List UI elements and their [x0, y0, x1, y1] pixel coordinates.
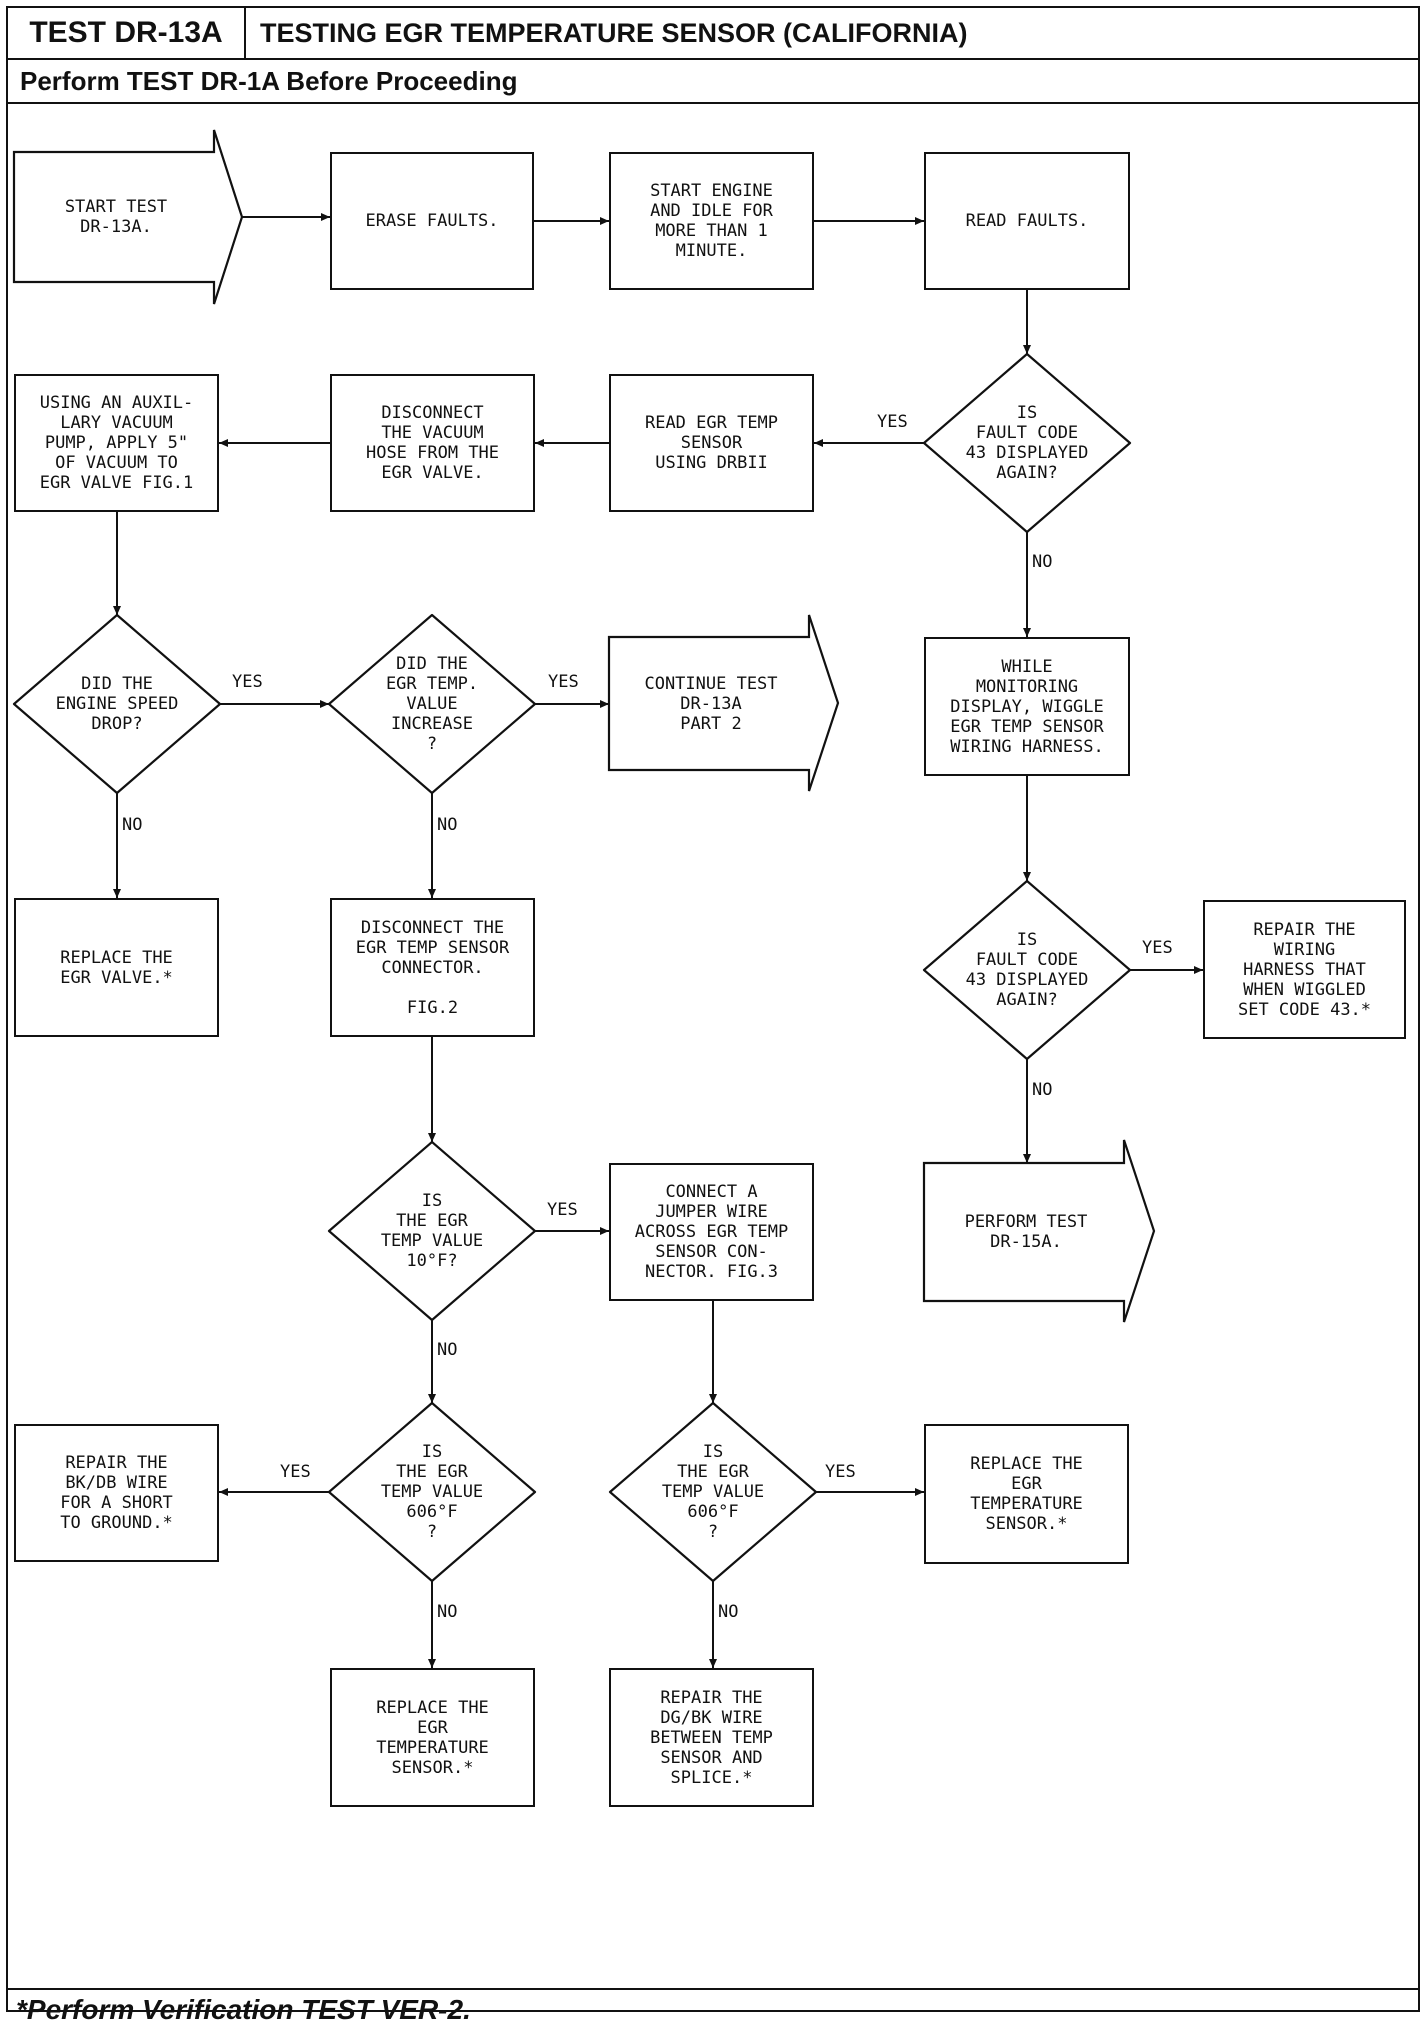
node-read-faults: READ FAULTS. [924, 152, 1130, 290]
node-repair-dgbk: REPAIR THE DG/BK WIRE BETWEEN TEMP SENSO… [609, 1668, 814, 1807]
decision-q-fault43-first: IS FAULT CODE 43 DISPLAYED AGAIN? [965, 403, 1089, 483]
connector-perform-dr15a: PERFORM TEST DR-15A. [964, 1212, 1088, 1252]
node-disconnect-connector: DISCONNECT THE EGR TEMP SENSOR CONNECTOR… [330, 898, 535, 1037]
page-title: TESTING EGR TEMPERATURE SENSOR (CALIFORN… [260, 18, 968, 48]
decision-q-temp-606-right: IS THE EGR TEMP VALUE 606°F ? [661, 1442, 765, 1542]
node-erase-faults: ERASE FAULTS. [330, 152, 534, 290]
prerequisite-note: Perform TEST DR-1A Before Proceeding [20, 66, 518, 96]
decision-q-fault43-second: IS FAULT CODE 43 DISPLAYED AGAIN? [965, 930, 1089, 1010]
test-id: TEST DR-13A [8, 8, 246, 58]
connector-shape-continue-part2 [607, 614, 840, 792]
node-repair-harness: REPAIR THE WIRING HARNESS THAT WHEN WIGG… [1203, 900, 1406, 1039]
edge-label-yes: YES [547, 1200, 578, 1220]
node-read-egr-temp: READ EGR TEMP SENSOR USING DRBII [609, 374, 814, 512]
node-start-engine: START ENGINE AND IDLE FOR MORE THAN 1 MI… [609, 152, 814, 290]
edge-label-no: NO [437, 815, 458, 835]
edge-label-no: NO [122, 815, 143, 835]
connector-shape-perform-dr15a [922, 1139, 1156, 1323]
connector-shape-start [12, 129, 244, 305]
diagram-frame [6, 102, 1420, 2012]
edge-label-no: NO [437, 1340, 458, 1360]
edge-label-no: NO [1032, 552, 1053, 572]
edge-label-yes: YES [1142, 938, 1173, 958]
edge-label-yes: YES [548, 672, 579, 692]
connector-start: START TEST DR-13A. [64, 197, 168, 237]
node-repair-bkdb: REPAIR THE BK/DB WIRE FOR A SHORT TO GRO… [14, 1424, 219, 1562]
node-connect-jumper: CONNECT A JUMPER WIRE ACROSS EGR TEMP SE… [609, 1163, 814, 1301]
edge-label-yes: YES [232, 672, 263, 692]
edge-label-no: NO [718, 1602, 739, 1622]
decision-q-temp-606-left: IS THE EGR TEMP VALUE 606°F ? [380, 1442, 484, 1542]
edge-label-yes: YES [877, 412, 908, 432]
node-apply-vacuum: USING AN AUXIL- LARY VACUUM PUMP, APPLY … [14, 374, 219, 512]
decision-q-speed-drop: DID THE ENGINE SPEED DROP? [55, 674, 179, 734]
decision-q-temp-10f: IS THE EGR TEMP VALUE 10°F? [380, 1191, 484, 1271]
node-replace-sensor-left: REPLACE THE EGR TEMPERATURE SENSOR.* [330, 1668, 535, 1807]
node-disconnect-hose: DISCONNECT THE VACUUM HOSE FROM THE EGR … [330, 374, 535, 512]
connector-continue-part2: CONTINUE TEST DR-13A PART 2 [644, 673, 778, 734]
node-wiggle-harness: WHILE MONITORING DISPLAY, WIGGLE EGR TEM… [924, 637, 1130, 776]
footer-note: *Perform Verification TEST VER-2. [16, 1994, 471, 2025]
node-replace-valve: REPLACE THE EGR VALVE.* [14, 898, 219, 1037]
edge-label-yes: YES [280, 1462, 311, 1482]
edge-label-no: NO [1032, 1080, 1053, 1100]
edge-label-yes: YES [825, 1462, 856, 1482]
footer-divider [6, 1988, 1420, 1990]
edge-label-no: NO [437, 1602, 458, 1622]
node-replace-sensor-right: REPLACE THE EGR TEMPERATURE SENSOR.* [924, 1424, 1129, 1564]
decision-q-temp-increase: DID THE EGR TEMP. VALUE INCREASE ? [385, 654, 479, 754]
